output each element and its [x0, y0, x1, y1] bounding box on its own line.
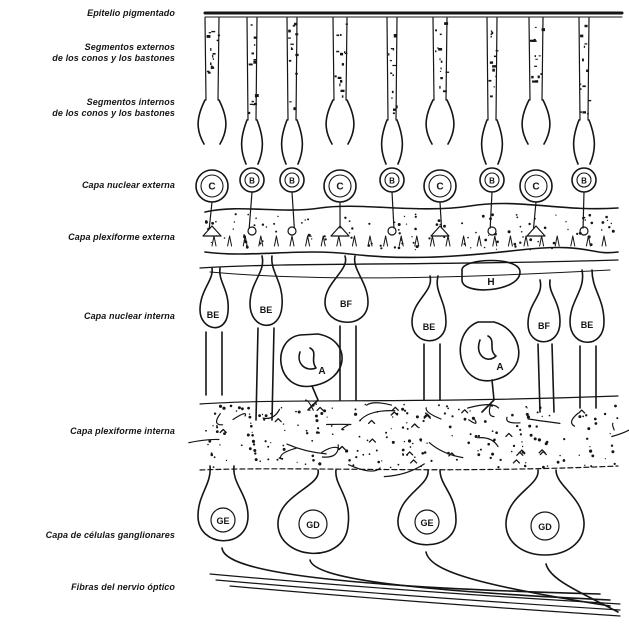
rod-cell: B — [572, 18, 596, 235]
bipolar-cell: BE — [200, 268, 228, 395]
rod-cell: B — [240, 18, 264, 235]
ganglion-letter: GD — [538, 522, 552, 532]
ganglion-letter: GD — [306, 520, 320, 530]
ganglion-letter: GE — [420, 518, 433, 528]
cone-cell: C — [520, 18, 552, 236]
photoreceptor-letter: B — [581, 177, 587, 186]
inner-plexiform-dots — [205, 403, 618, 468]
amacrine-letter: A — [496, 362, 503, 373]
bipolar-letter: BE — [581, 320, 594, 330]
bipolar-letter: BE — [207, 310, 220, 320]
amacrine-cell: A — [281, 334, 342, 410]
bipolar-letter: BF — [340, 299, 352, 309]
rod-cell: B — [280, 18, 304, 235]
cone-cell: C — [196, 18, 228, 236]
rod-cell: B — [380, 18, 404, 235]
bipolar-letter: BE — [260, 305, 273, 315]
outer-plexiform-dots — [205, 213, 615, 250]
inner-plexiform-fibres — [189, 400, 629, 477]
bipolar-cell: BE — [570, 270, 604, 408]
pigment-epithelium — [205, 13, 622, 17]
bipolar-letter: BF — [538, 321, 550, 331]
bipolar-cell: BF — [528, 280, 560, 412]
photoreceptor-letter: C — [336, 182, 343, 193]
photoreceptor-letter: B — [249, 177, 255, 186]
inner-plexiform-layer — [189, 396, 629, 477]
ganglion-letter: GE — [216, 516, 229, 526]
horizontal-cell-letter: H — [487, 277, 494, 288]
bipolar-cell: BE — [412, 276, 446, 400]
photoreceptor-letter: B — [489, 177, 495, 186]
ganglion-cell: GE — [398, 470, 610, 606]
outer-plexiform-synapses — [212, 236, 606, 246]
photoreceptor-letter: C — [532, 182, 539, 193]
bipolar-letter: BE — [423, 322, 436, 332]
bipolar-cells: BE BE BF BE BF — [200, 256, 604, 420]
cone-cell: C — [324, 18, 356, 236]
photoreceptor-letter: B — [289, 177, 295, 186]
photoreceptor-letter: B — [389, 177, 395, 186]
rod-cell: B — [480, 18, 504, 235]
photoreceptor-letter: C — [208, 182, 215, 193]
cone-cell: C — [424, 18, 456, 236]
photoreceptor-letter: C — [436, 182, 443, 193]
bipolar-cell: BE — [250, 256, 282, 420]
amacrine-letter: A — [318, 366, 325, 377]
